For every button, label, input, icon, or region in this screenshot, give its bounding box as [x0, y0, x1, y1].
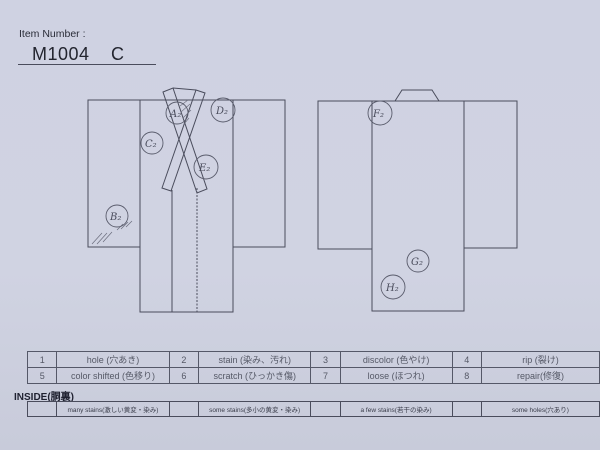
- inside-option-label: many stains(激しい黄変・染み): [56, 401, 170, 417]
- collar-hatching: [179, 99, 192, 125]
- damage-legend-table: 1 hole (穴あき) 2 stain (染み、汚れ) 3 discolor …: [26, 351, 600, 384]
- legend-row: 5 color shifted (色移り) 6 scratch (ひっかき傷) …: [26, 367, 600, 384]
- legend-label: discolor (色やけ): [339, 351, 453, 368]
- inside-option-label: some stains(多小の黄変・染み): [197, 401, 312, 417]
- legend-num: 7: [310, 367, 341, 384]
- svg-text:A₂: A₂: [169, 109, 181, 120]
- svg-text:B₂: B₂: [109, 212, 121, 223]
- back-marks: F₂ G₂ H₂: [367, 100, 430, 300]
- inside-checkbox[interactable]: [168, 401, 199, 417]
- back-left-sleeve: [317, 100, 373, 250]
- back-body: [371, 100, 465, 312]
- mark-f2-icon[interactable]: F₂: [367, 100, 393, 126]
- svg-text:E₂: E₂: [198, 163, 210, 174]
- front-collar-left: [162, 87, 208, 194]
- front-collar-right: [161, 89, 206, 192]
- legend-num: 1: [26, 351, 58, 368]
- kimono-back-diagram: [317, 89, 518, 312]
- inside-checkbox[interactable]: [310, 401, 341, 417]
- legend-label: stain (染み、汚れ): [198, 351, 312, 368]
- front-collar-top: [172, 87, 197, 91]
- legend-label: loose (ほつれ): [339, 367, 453, 384]
- mark-g2-icon[interactable]: G₂: [406, 249, 430, 273]
- mark-b2-icon[interactable]: B₂: [105, 204, 129, 228]
- svg-text:C₂: C₂: [145, 139, 157, 150]
- legend-label: hole (穴あき): [56, 351, 170, 368]
- legend-row: 1 hole (穴あき) 2 stain (染み、汚れ) 3 discolor …: [26, 351, 600, 368]
- front-left-sleeve: [87, 99, 141, 248]
- inside-option-label: some holes(穴あり): [480, 401, 600, 417]
- back-collar: [394, 89, 440, 102]
- legend-label: color shifted (色移り): [56, 367, 170, 384]
- inside-checkbox[interactable]: [26, 401, 58, 417]
- legend-label: scratch (ひっかき傷): [198, 367, 312, 384]
- inside-condition-table: many stains(激しい黄変・染み) some stains(多小の黄変・…: [26, 401, 600, 417]
- svg-text:H₂: H₂: [385, 283, 399, 294]
- front-body: [139, 99, 234, 313]
- svg-text:D₂: D₂: [215, 106, 228, 117]
- front-right-sleeve: [232, 99, 286, 248]
- kimono-front-diagram: [87, 87, 286, 313]
- mark-c2-icon[interactable]: C₂: [140, 131, 164, 155]
- svg-text:G₂: G₂: [411, 257, 423, 268]
- legend-label: rip (裂け): [480, 351, 600, 368]
- legend-num: 5: [26, 367, 58, 384]
- mark-e2-icon[interactable]: E₂: [193, 154, 219, 180]
- item-number-label: Item Number :: [19, 28, 86, 40]
- back-right-sleeve: [463, 100, 518, 249]
- mark-h2-icon[interactable]: H₂: [380, 274, 406, 300]
- svg-text:F₂: F₂: [372, 109, 384, 120]
- inside-row: many stains(激しい黄変・染み) some stains(多小の黄変・…: [26, 401, 600, 417]
- item-number-underline: [18, 64, 156, 65]
- inside-option-label: a few stains(若干の染み): [339, 401, 453, 417]
- mark-a2-icon[interactable]: A₂: [165, 101, 189, 125]
- inside-section-title: INSIDE(胴裏): [14, 392, 74, 403]
- inside-checkbox[interactable]: [451, 401, 482, 417]
- legend-num: 3: [310, 351, 341, 368]
- legend-num: 4: [451, 351, 482, 368]
- legend-label: repair(修復): [480, 367, 600, 384]
- legend-num: 2: [168, 351, 200, 368]
- mark-d2-icon[interactable]: D₂: [210, 97, 236, 123]
- legend-num: 6: [168, 367, 200, 384]
- sleeve-hatching: [91, 220, 133, 245]
- front-marks: A₂ B₂ C₂ D₂ E₂: [105, 97, 236, 228]
- legend-num: 8: [451, 367, 482, 384]
- item-number-value: M1004 C: [32, 44, 125, 64]
